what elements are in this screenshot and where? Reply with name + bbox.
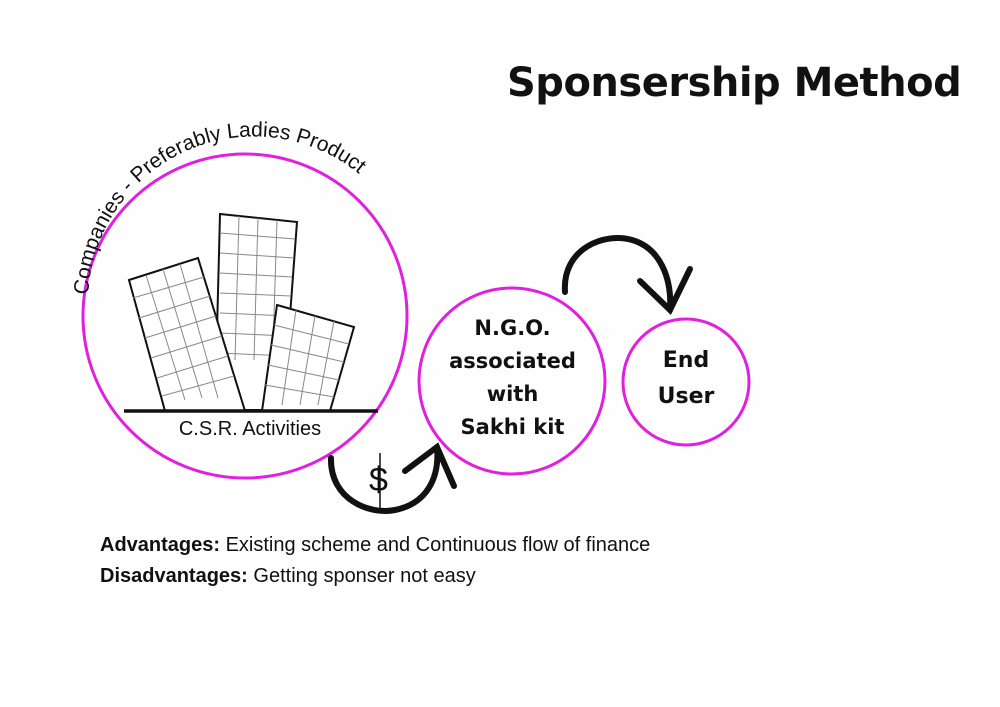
notes: Advantages: Existing scheme and Continuo… — [100, 530, 650, 592]
disadvantages-note: Disadvantages: Getting sponser not easy — [100, 561, 650, 592]
curved-arrow-icon — [561, 235, 693, 316]
money-flow-arrow — [327, 442, 457, 514]
page-title: Sponsership Method — [507, 60, 962, 106]
dollar-icon: $ — [369, 453, 388, 508]
ngo-label: N.G.O. associated with Sakhi kit — [420, 312, 605, 444]
advantages-note: Advantages: Existing scheme and Continuo… — [100, 530, 650, 561]
advantages-label: Advantages: — [100, 534, 221, 556]
ngo-label-line: Sakhi kit — [460, 415, 565, 439]
building-left — [127, 256, 247, 412]
ngo-label-line: N.G.O. — [474, 316, 551, 340]
dollar-symbol: $ — [369, 461, 388, 499]
company-circle — [81, 152, 409, 480]
end-user-label: End User — [626, 343, 746, 415]
end-user-label-line: User — [657, 384, 715, 409]
end-user-label-line: End — [662, 348, 710, 373]
disadvantages-label: Disadvantages: — [100, 565, 248, 587]
building-right — [260, 303, 356, 412]
csr-activities-label: C.S.R. Activities — [178, 418, 322, 440]
buildings-icon — [127, 212, 356, 412]
disadvantages-text: Getting sponser not easy — [247, 565, 476, 587]
ngo-label-line: with — [486, 382, 539, 406]
ngo-circle — [417, 286, 607, 476]
ngo-label-line: associated — [449, 349, 576, 373]
end-user-circle — [621, 317, 751, 447]
advantages-text: Existing scheme and Continuous flow of f… — [220, 534, 651, 556]
